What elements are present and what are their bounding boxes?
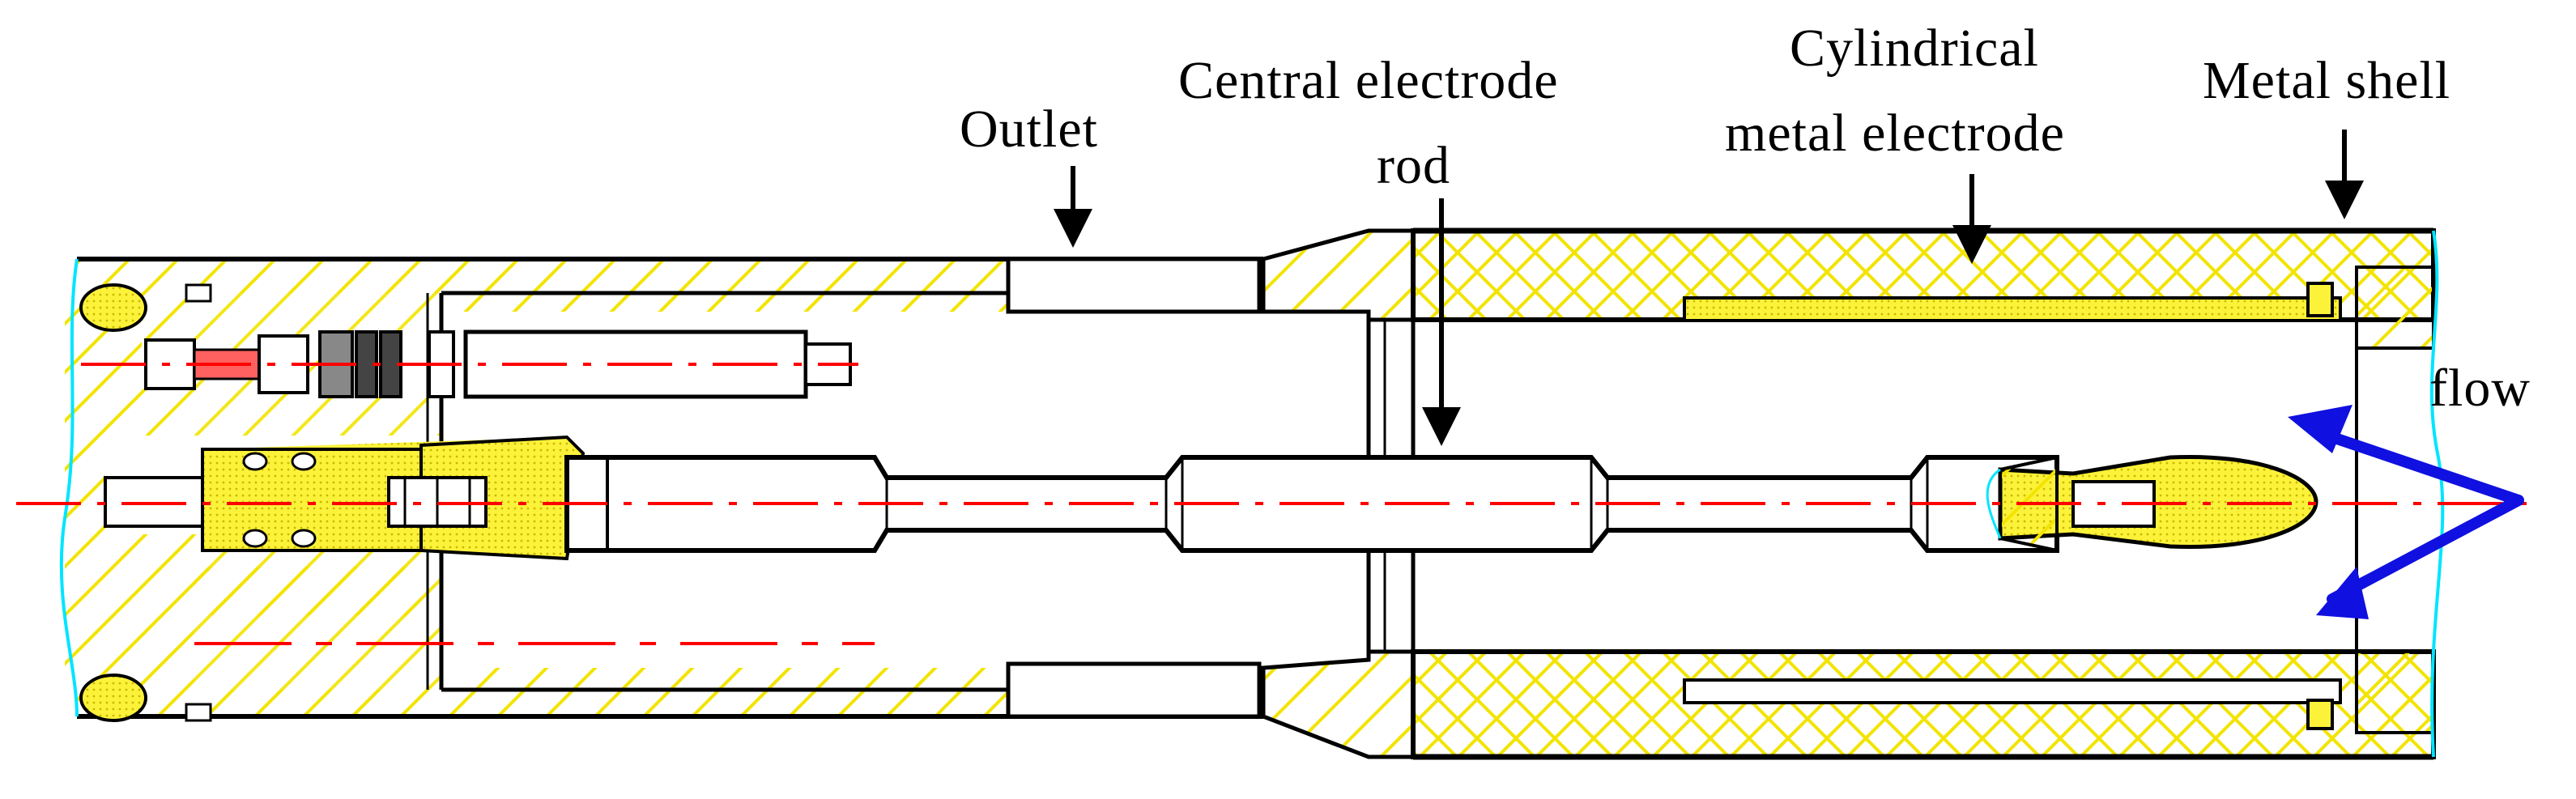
label-cylindrical-metal-electrode-line1: Cylindrical [1790, 19, 2039, 78]
break-lines [59, 230, 2445, 758]
pointer-arrows [1054, 130, 2364, 446]
label-central-electrode-rod-line2: rod [1377, 136, 1450, 195]
centerlines [16, 363, 2527, 645]
flow-arrow [2288, 405, 2524, 619]
label-metal-shell: Metal shell [2203, 51, 2451, 110]
cylindrical-metal-electrode [1683, 282, 2358, 730]
label-cylindrical-metal-electrode-line2: metal electrode [1725, 104, 2065, 163]
label-central-electrode-rod-line1: Central electrode [1178, 51, 1559, 110]
label-outlet: Outlet [960, 100, 1098, 159]
label-flow: flow [2429, 359, 2531, 418]
